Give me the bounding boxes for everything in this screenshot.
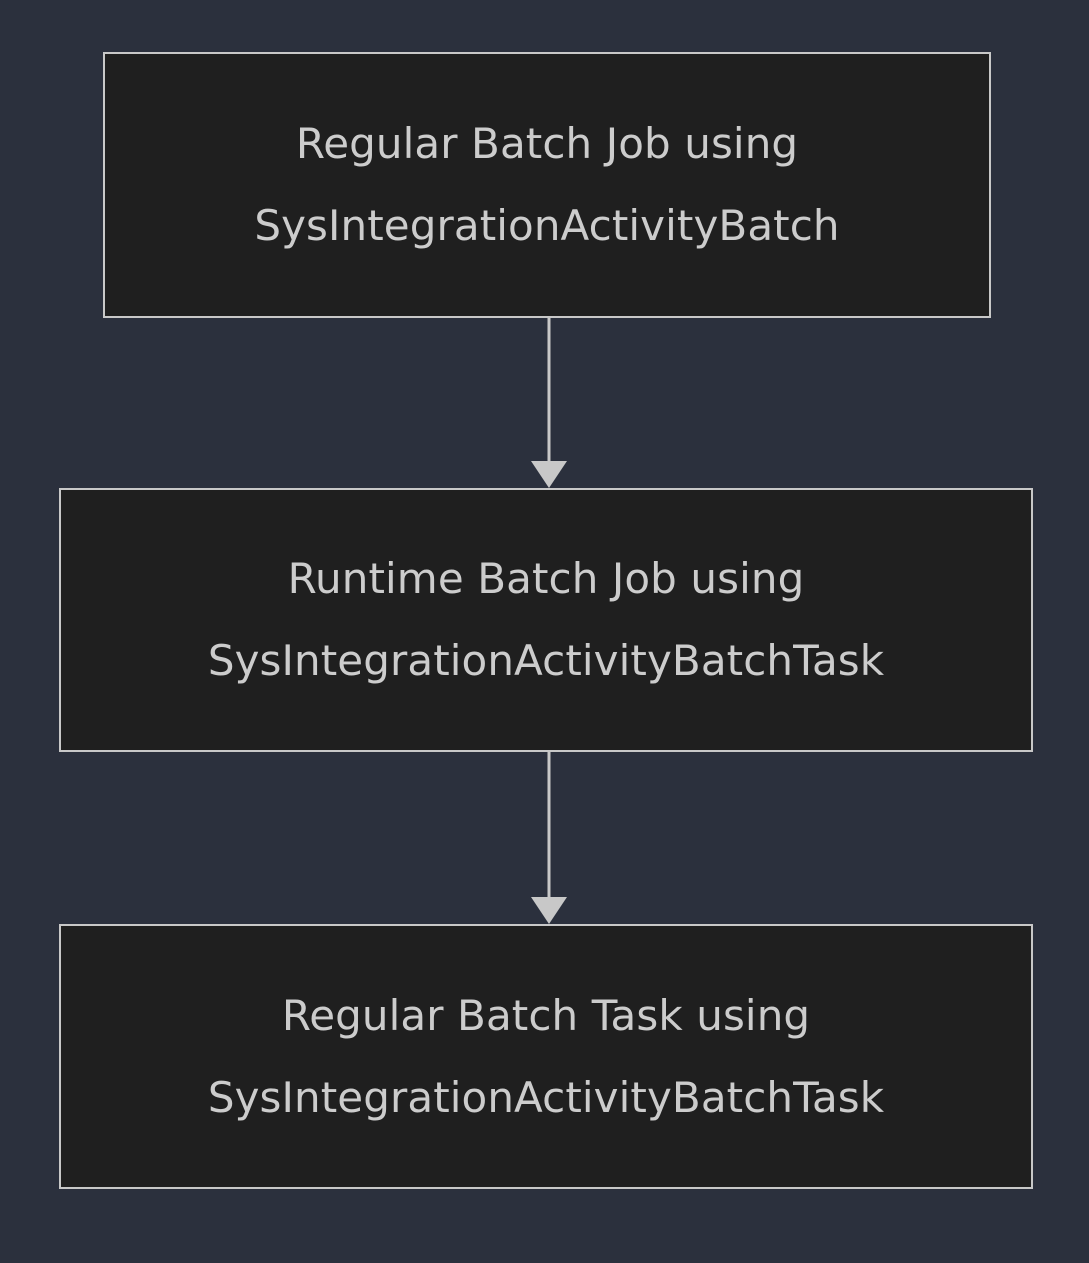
node-regular-batch-task-line-1: Regular Batch Task using [281,990,811,1040]
node-regular-batch-job-line-1: Regular Batch Job using [295,119,799,168]
node-runtime-batch-job[interactable]: Runtime Batch Job using SysIntegrationAc… [59,488,1033,752]
node-regular-batch-task[interactable]: Regular Batch Task using SysIntegrationA… [59,924,1033,1189]
node-runtime-batch-job-line-2: SysIntegrationActivityBatchTask [207,636,885,685]
node-regular-batch-job-line-2: SysIntegrationActivityBatch [254,201,840,250]
edge-2-arrowhead-icon [531,897,567,924]
edge-1-arrowhead-icon [531,461,567,488]
node-regular-batch-job[interactable]: Regular Batch Job using SysIntegrationAc… [103,52,991,318]
node-regular-batch-task-line-2: SysIntegrationActivityBatchTask [207,1072,885,1122]
node-runtime-batch-job-line-1: Runtime Batch Job using [287,554,805,603]
